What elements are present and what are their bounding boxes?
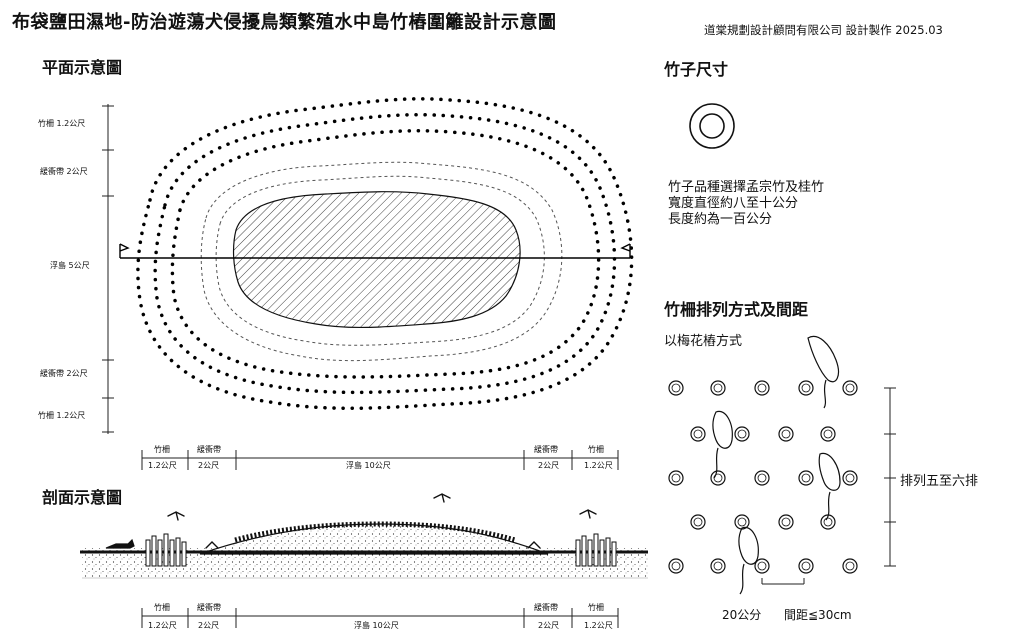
bamboo-desc-line: 長度約為一百公分	[668, 212, 773, 227]
section-left-posts	[145, 533, 187, 567]
bamboo-post-inner	[781, 429, 791, 439]
plan-vlabel: 竹柵 1.2公尺	[38, 411, 86, 420]
section-drawing	[80, 521, 648, 579]
page-title: 布袋鹽田濕地-防治遊蕩犬侵擾鳥類繁殖水中島竹樁圍籬設計示意圖	[12, 12, 557, 33]
section-dim-label: 1.2公尺	[148, 621, 177, 630]
plan-horizontal-dimension	[141, 450, 619, 470]
section-horizontal-dimension	[141, 608, 619, 628]
section-cut-line	[119, 243, 631, 259]
bamboo-post-inner	[757, 473, 767, 483]
bamboo-post-icon	[754, 380, 770, 396]
bamboo-post-inner	[737, 429, 747, 439]
bamboo-desc-line: 寬度直徑約八至十公分	[668, 196, 799, 211]
plan-dim-label: 1.2公尺	[148, 461, 177, 470]
plan-vlabel: 緩衝帶 2公尺	[40, 167, 88, 176]
plan-vertical-dimension	[102, 104, 114, 434]
bamboo-post-icon	[690, 514, 706, 530]
section-dim-label: 緩衝帶	[534, 603, 558, 612]
bamboo-post-icon	[842, 470, 858, 486]
bamboo-description: 竹子品種選擇孟宗竹及桂竹 寬度直徑約八至十公分 長度約為一百公分	[668, 180, 824, 228]
plan-dim-label: 竹柵	[588, 445, 604, 454]
section-dim-label: 竹柵	[588, 603, 604, 612]
plan-dim-label: 緩衝帶	[534, 445, 558, 454]
bamboo-post-inner	[671, 561, 681, 571]
egret-icon	[712, 335, 841, 595]
section-right-posts	[575, 533, 617, 567]
bamboo-post-inner	[693, 517, 703, 527]
bamboo-size-title: 竹子尺寸	[664, 60, 729, 79]
plan-dim-label: 2公尺	[198, 461, 220, 470]
bamboo-post-inner	[781, 517, 791, 527]
bamboo-post-inner	[845, 473, 855, 483]
bamboo-cross-section-icon	[689, 103, 735, 149]
bamboo-desc-line: 竹子品種選擇孟宗竹及桂竹	[668, 180, 825, 195]
spacing-label: 間距≦30cm	[784, 608, 852, 622]
section-dim-label: 浮島 10公尺	[354, 621, 399, 630]
section-dim-label: 1.2公尺	[584, 621, 613, 630]
bamboo-post-icon	[710, 380, 726, 396]
bamboo-post-inner	[801, 561, 811, 571]
bamboo-post-icon	[798, 470, 814, 486]
plan-dim-label: 竹柵	[154, 445, 170, 454]
section-title: 剖面示意圖	[42, 488, 123, 507]
size-label: 20公分	[722, 608, 762, 622]
bamboo-post-inner	[801, 383, 811, 393]
bamboo-post-inner	[757, 561, 767, 571]
bamboo-post-icon	[778, 426, 794, 442]
buffer-inner-line	[215, 175, 545, 346]
plan-dim-label: 浮島 10公尺	[346, 461, 391, 470]
bamboo-post-icon	[668, 470, 684, 486]
bamboo-post-inner	[823, 517, 833, 527]
plan-vlabel: 緩衝帶 2公尺	[40, 369, 88, 378]
bamboo-post-icon	[842, 380, 858, 396]
bamboo-post-icon	[754, 470, 770, 486]
section-dim-label: 2公尺	[198, 621, 220, 630]
dog-icon	[105, 538, 135, 549]
plan-dim-label: 緩衝帶	[197, 445, 221, 454]
rows-label: 排列五至六排	[900, 474, 979, 489]
bamboo-post-icon	[798, 558, 814, 574]
spacing-bracket	[761, 578, 805, 585]
plan-vlabel: 竹柵 1.2公尺	[38, 119, 86, 128]
bamboo-post-inner	[845, 561, 855, 571]
bamboo-post-inner	[823, 429, 833, 439]
bamboo-post-inner	[801, 473, 811, 483]
bamboo-post-icon	[778, 514, 794, 530]
rows-bracket	[884, 387, 896, 567]
bamboo-post-icon	[842, 558, 858, 574]
plan-vlabel: 浮島 5公尺	[50, 261, 90, 270]
section-dim-label: 竹柵	[154, 603, 170, 612]
fence-outer-ring	[136, 97, 634, 410]
buffer-outer-line	[200, 161, 563, 362]
bamboo-post-icon	[668, 380, 684, 396]
bamboo-post-icon	[820, 426, 836, 442]
bamboo-post-icon	[668, 558, 684, 574]
bamboo-post-inner	[671, 473, 681, 483]
bamboo-post-inner	[671, 383, 681, 393]
floating-island	[232, 191, 521, 329]
bamboo-post-inner	[713, 561, 723, 571]
bamboo-post-inner	[845, 383, 855, 393]
bamboo-post-icon	[710, 558, 726, 574]
bamboo-post-inner	[737, 517, 747, 527]
bamboo-post-icon	[754, 558, 770, 574]
plan-title: 平面示意圖	[42, 58, 123, 77]
plan-dim-label: 2公尺	[538, 461, 560, 470]
bamboo-post-icon	[690, 426, 706, 442]
bamboo-post-icon	[734, 426, 750, 442]
section-dim-label: 2公尺	[538, 621, 560, 630]
arrangement-title: 竹柵排列方式及間距	[664, 300, 809, 319]
bamboo-post-inner	[693, 429, 703, 439]
credit-text: 道棠規劃設計顧問有限公司 設計製作 2025.03	[704, 23, 943, 37]
quincunx-pattern	[668, 380, 858, 574]
bamboo-post-inner	[713, 383, 723, 393]
bamboo-post-icon	[710, 470, 726, 486]
section-dim-label: 緩衝帶	[197, 603, 221, 612]
plan-dim-label: 1.2公尺	[584, 461, 613, 470]
bamboo-post-inner	[757, 383, 767, 393]
arrangement-subtitle: 以梅花樁方式	[664, 334, 743, 349]
bamboo-post-icon	[798, 380, 814, 396]
bird-icon	[167, 493, 597, 549]
